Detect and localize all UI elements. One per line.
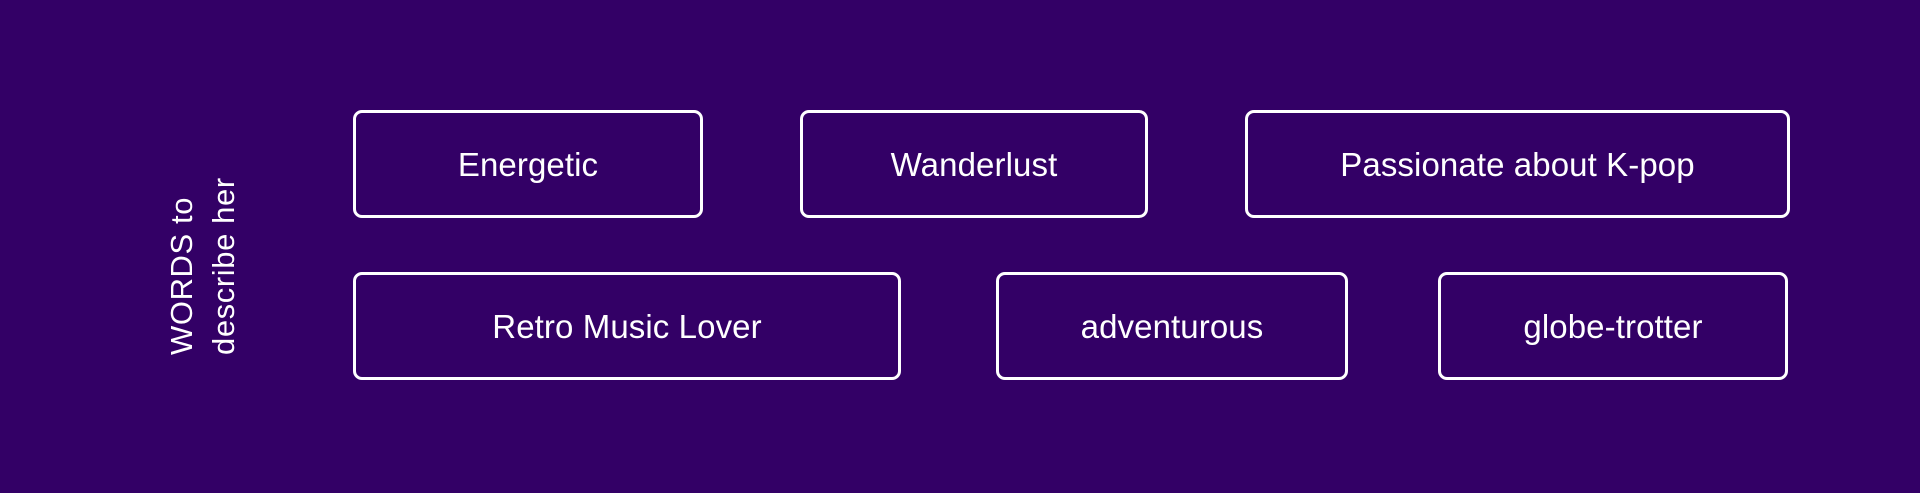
word-chip-adventurous[interactable]: adventurous [996,272,1348,380]
word-chip-globe-trotter[interactable]: globe-trotter [1438,272,1788,380]
section-label-line-1: WORDS to [164,196,199,355]
section-label-line-2: describe her [206,177,241,355]
word-chip-label: globe-trotter [1523,307,1703,345]
word-chip-label: Wanderlust [890,145,1058,183]
word-chip-passionate-about-k-pop[interactable]: Passionate about K-pop [1245,110,1790,218]
word-chip-label: adventurous [1080,307,1264,345]
word-chip-label: Retro Music Lover [492,307,762,345]
word-chip-wanderlust[interactable]: Wanderlust [800,110,1148,218]
word-chip-label: Energetic [457,145,599,183]
word-chip-label: Passionate about K-pop [1340,145,1695,183]
word-chip-energetic[interactable]: Energetic [353,110,703,218]
section-label: WORDS to describe her [0,0,260,493]
word-chip-retro-music-lover[interactable]: Retro Music Lover [353,272,901,380]
